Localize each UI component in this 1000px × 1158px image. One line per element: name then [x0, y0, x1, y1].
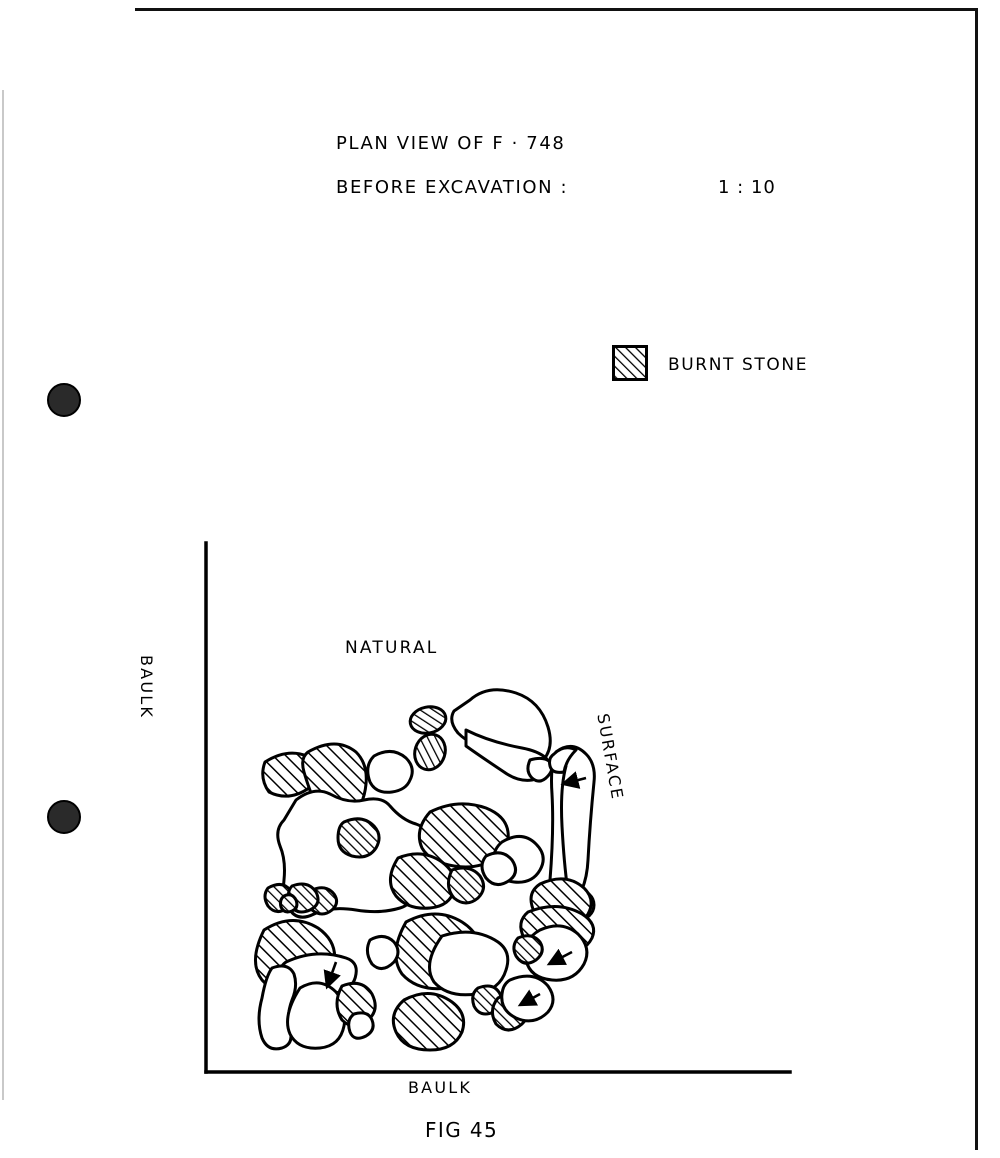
stone-plain-top-tip [526, 756, 554, 783]
arrow-surface-right [560, 771, 587, 789]
stone-plain-centre-bottom [428, 930, 510, 997]
surface-arrows [323, 771, 587, 1007]
punch-hole-lower [47, 800, 81, 834]
scan-edge-left [2, 90, 4, 1100]
stone-burnt-wedge-a [389, 852, 457, 910]
figure-scale: 1 : 10 [718, 177, 776, 198]
stone-cluster [254, 688, 596, 1052]
legend-swatch-border [612, 345, 648, 381]
stone-plain-mid-right [480, 851, 517, 886]
scan-edge-right [975, 8, 978, 1150]
figure-title-line-2: BEFORE EXCAVATION : [336, 177, 569, 198]
punch-hole-upper [47, 383, 81, 417]
stone-plain-lower-left-tip [347, 1011, 375, 1040]
arrow-surface-right-lower [546, 948, 573, 966]
stone-burnt-right-small [512, 934, 544, 965]
legend-label-burnt-stone: BURNT STONE [668, 355, 809, 375]
stone-burnt-oval-b [413, 732, 447, 772]
scan-edge-top [135, 8, 978, 11]
plan-label-natural: NATURAL [345, 638, 439, 658]
stone-plain-lower-left-c [286, 981, 347, 1050]
stone-burnt-inner-a [336, 817, 381, 859]
stone-burnt-oval-a [408, 705, 448, 735]
stone-plain-lower-left-b [257, 964, 298, 1051]
plan-label-baulk-left: BAULK [137, 655, 156, 720]
stone-burnt-wedge-b [447, 866, 485, 905]
plan-label-baulk-bottom: BAULK [408, 1078, 473, 1097]
arrow-surface-lower-left [323, 961, 341, 990]
stone-plain-bottom-arrowhost [500, 974, 555, 1023]
plan-axes [204, 541, 792, 1074]
figure-caption: FIG 45 [425, 1118, 499, 1142]
figure-title-line-1: PLAN VIEW OF F · 748 [336, 133, 566, 154]
arrow-surface-bottom [517, 989, 541, 1007]
stone-burnt-frag-left-c [278, 893, 299, 914]
stone-burnt-bottom-a [391, 992, 466, 1052]
stone-plain-small-lower [365, 935, 400, 970]
stone-plain-mid-upper [366, 750, 414, 794]
legend-swatch-fill [615, 348, 645, 378]
